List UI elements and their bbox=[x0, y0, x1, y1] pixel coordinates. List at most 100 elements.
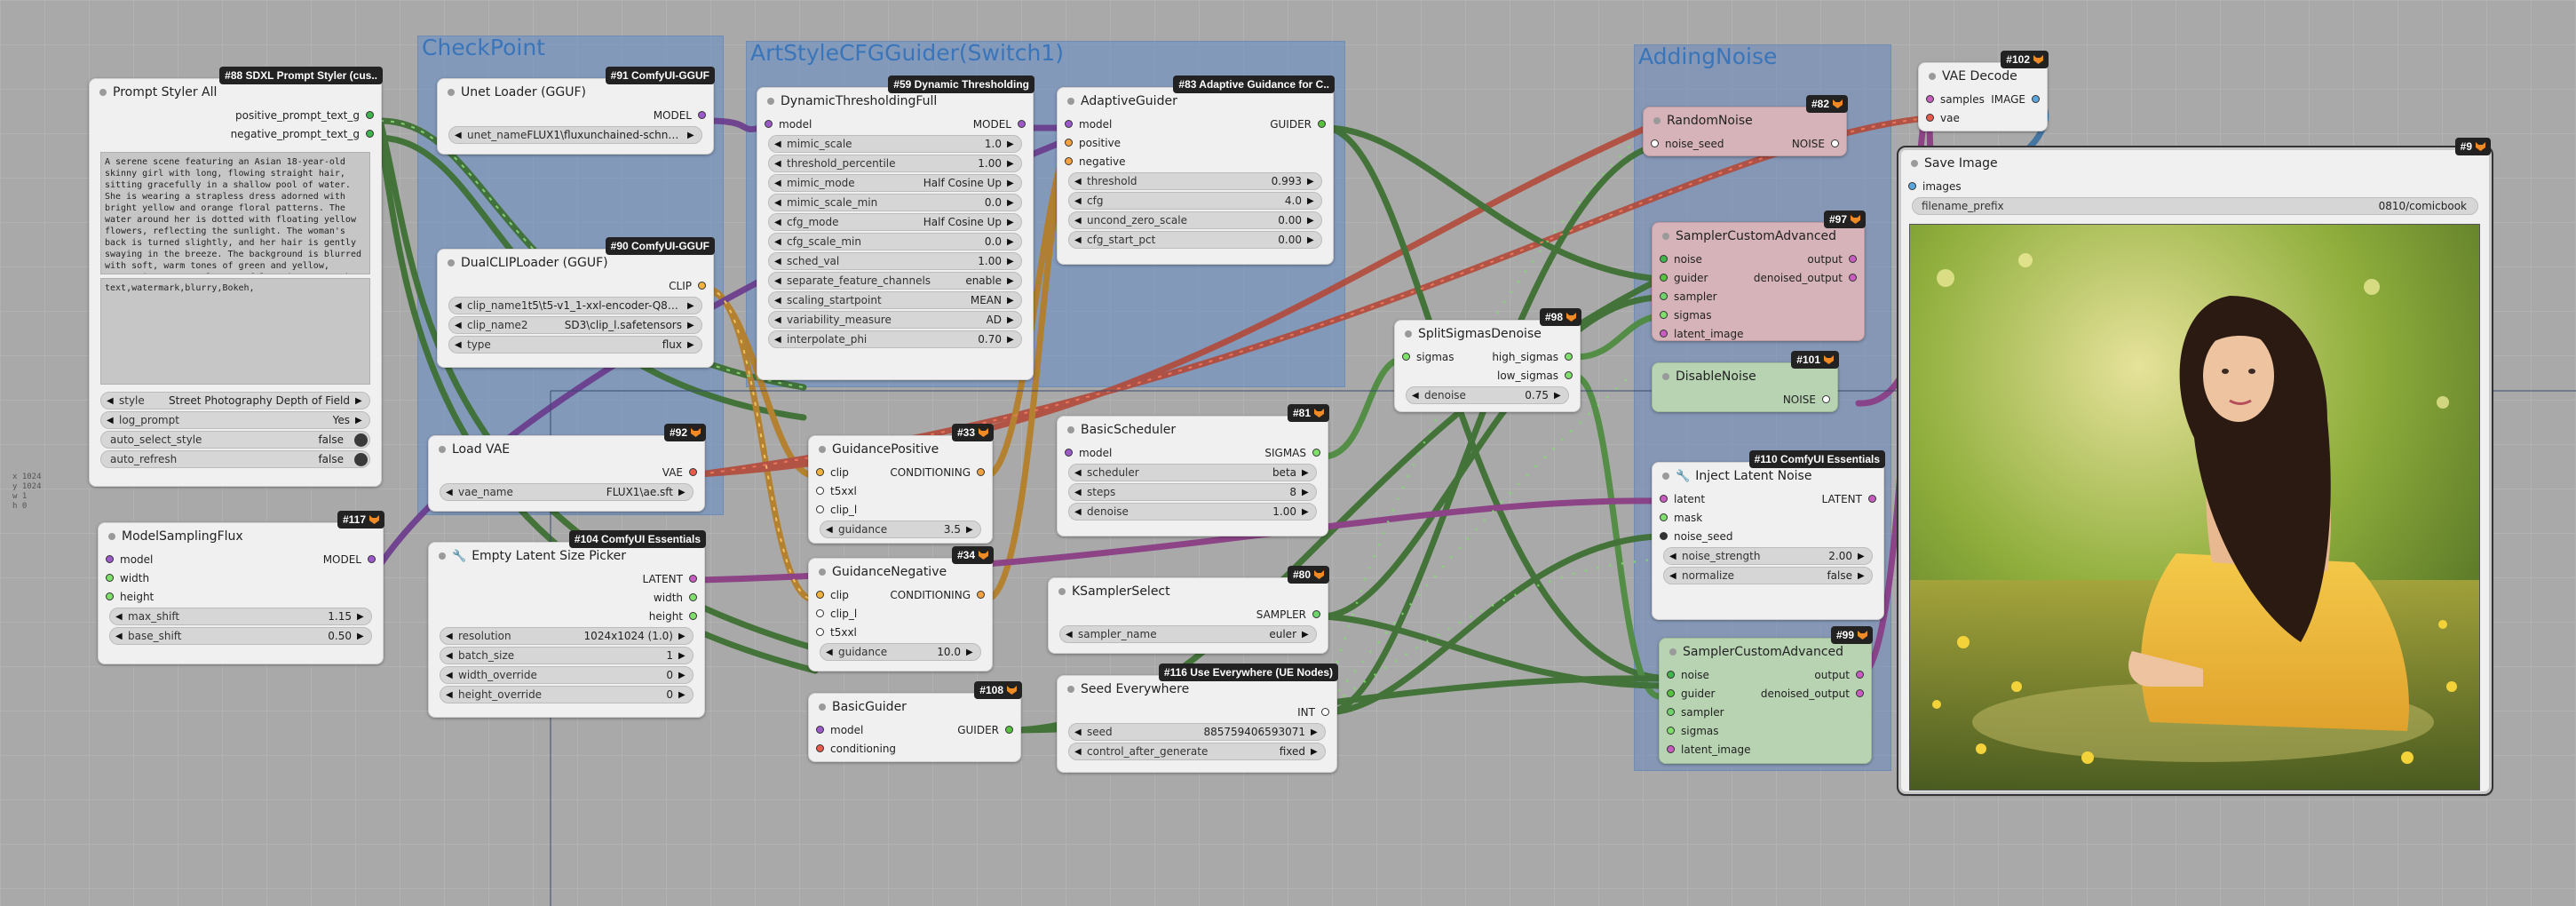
arrow-right-icon[interactable]: ▶ bbox=[678, 487, 686, 497]
arrow-right-icon[interactable]: ▶ bbox=[1007, 275, 1014, 286]
node-title[interactable]: SamplerCustomAdvanced bbox=[1660, 639, 1871, 665]
input-slot-icon[interactable] bbox=[816, 726, 824, 734]
arrow-right-icon[interactable]: ▶ bbox=[687, 320, 694, 330]
arrow-right-icon[interactable]: ▶ bbox=[1858, 570, 1865, 581]
arrow-left-icon[interactable]: ◀ bbox=[1074, 487, 1082, 497]
output-slot-icon[interactable] bbox=[1312, 610, 1320, 618]
arrow-right-icon[interactable]: ▶ bbox=[1858, 551, 1865, 561]
arrow-left-icon[interactable]: ◀ bbox=[455, 339, 462, 350]
negative-prompt-textarea[interactable]: text,watermark,blurry,Bokeh, bbox=[100, 278, 370, 385]
output-slot-icon[interactable] bbox=[2032, 95, 2040, 103]
toggle-knob-icon[interactable] bbox=[354, 452, 368, 466]
input-slot-icon[interactable] bbox=[1667, 671, 1675, 679]
input-slot-icon[interactable] bbox=[1660, 513, 1668, 521]
arrow-right-icon[interactable]: ▶ bbox=[966, 647, 973, 657]
arrow-left-icon[interactable]: ◀ bbox=[1074, 215, 1082, 226]
input-slot-icon[interactable] bbox=[816, 609, 824, 617]
output-slot-icon[interactable] bbox=[1849, 274, 1857, 282]
arrow-right-icon[interactable]: ▶ bbox=[1007, 295, 1014, 306]
arrow-right-icon[interactable]: ▶ bbox=[1311, 746, 1318, 757]
arrow-right-icon[interactable]: ▶ bbox=[357, 611, 364, 622]
node-title[interactable]: BasicGuider bbox=[809, 694, 1020, 720]
arrow-right-icon[interactable]: ▶ bbox=[1307, 215, 1314, 226]
arrow-left-icon[interactable]: ◀ bbox=[446, 670, 453, 680]
arrow-right-icon[interactable]: ▶ bbox=[1302, 629, 1309, 640]
node-seed-everywhere[interactable]: #116 Use Everywhere (UE Nodes) Seed Ever… bbox=[1057, 664, 1338, 773]
node-title[interactable]: 🔧Inject Latent Noise bbox=[1653, 463, 1883, 489]
node-adaptive-guider[interactable]: #83 Adaptive Guidance for C.. AdaptiveGu… bbox=[1057, 76, 1335, 265]
input-slot-icon[interactable] bbox=[1667, 708, 1675, 716]
arrow-left-icon[interactable]: ◀ bbox=[115, 631, 123, 641]
positive-prompt-textarea[interactable]: A serene scene featuring an Asian 18-yea… bbox=[100, 152, 370, 274]
input-slot-icon[interactable] bbox=[1667, 727, 1675, 735]
output-slot-icon[interactable] bbox=[689, 468, 697, 476]
arrow-right-icon[interactable]: ▶ bbox=[1307, 234, 1314, 245]
input-slot-icon[interactable] bbox=[1660, 532, 1668, 540]
arrow-left-icon[interactable]: ◀ bbox=[774, 334, 781, 345]
node-title[interactable]: RandomNoise bbox=[1644, 107, 1846, 134]
input-slot-icon[interactable] bbox=[1065, 449, 1073, 457]
arrow-right-icon[interactable]: ▶ bbox=[678, 650, 686, 661]
input-slot-icon[interactable] bbox=[816, 487, 824, 495]
arrow-left-icon[interactable]: ◀ bbox=[455, 320, 462, 330]
arrow-right-icon[interactable]: ▶ bbox=[355, 395, 362, 406]
output-slot-icon[interactable] bbox=[698, 111, 706, 119]
arrow-left-icon[interactable]: ◀ bbox=[774, 295, 781, 306]
arrow-right-icon[interactable]: ▶ bbox=[687, 300, 694, 311]
node-title[interactable]: Seed Everywhere bbox=[1058, 676, 1336, 703]
output-slot-icon[interactable] bbox=[368, 555, 376, 563]
arrow-left-icon[interactable]: ◀ bbox=[1412, 390, 1419, 401]
arrow-left-icon[interactable]: ◀ bbox=[446, 487, 453, 497]
arrow-right-icon[interactable]: ▶ bbox=[1302, 487, 1309, 497]
node-title[interactable]: ModelSamplingFlux bbox=[99, 523, 383, 550]
arrow-right-icon[interactable]: ▶ bbox=[1007, 314, 1014, 325]
input-slot-icon[interactable] bbox=[1065, 157, 1073, 165]
node-title[interactable]: DynamicThresholdingFull bbox=[757, 88, 1033, 115]
arrow-left-icon[interactable]: ◀ bbox=[774, 217, 781, 227]
node-title[interactable]: BasicScheduler bbox=[1058, 417, 1328, 443]
arrow-right-icon[interactable]: ▶ bbox=[1007, 334, 1014, 345]
node-title[interactable]: GuidancePositive bbox=[809, 436, 992, 463]
output-image-preview[interactable] bbox=[1909, 224, 2480, 791]
arrow-left-icon[interactable]: ◀ bbox=[774, 178, 781, 188]
arrow-left-icon[interactable]: ◀ bbox=[1074, 506, 1082, 517]
toggle-knob-icon[interactable] bbox=[354, 433, 368, 447]
arrow-right-icon[interactable]: ▶ bbox=[1307, 176, 1314, 187]
arrow-left-icon[interactable]: ◀ bbox=[455, 300, 462, 311]
node-dualcliploader[interactable]: #90 ComfyUI-GGUF DualCLIPLoader (GGUF) C… bbox=[437, 237, 715, 368]
arrow-left-icon[interactable]: ◀ bbox=[107, 395, 114, 406]
input-slot-icon[interactable] bbox=[106, 574, 114, 582]
arrow-left-icon[interactable]: ◀ bbox=[446, 650, 453, 661]
input-slot-icon[interactable] bbox=[765, 120, 773, 128]
node-title[interactable]: AdaptiveGuider bbox=[1058, 88, 1333, 115]
output-slot-icon[interactable] bbox=[689, 575, 697, 583]
input-slot-icon[interactable] bbox=[1065, 120, 1073, 128]
node-dynamic-thresholding[interactable]: #59 Dynamic Thresholding DynamicThreshol… bbox=[757, 76, 1034, 380]
output-slot-icon[interactable] bbox=[689, 593, 697, 601]
arrow-left-icon[interactable]: ◀ bbox=[1074, 176, 1082, 187]
arrow-right-icon[interactable]: ▶ bbox=[1302, 467, 1309, 478]
